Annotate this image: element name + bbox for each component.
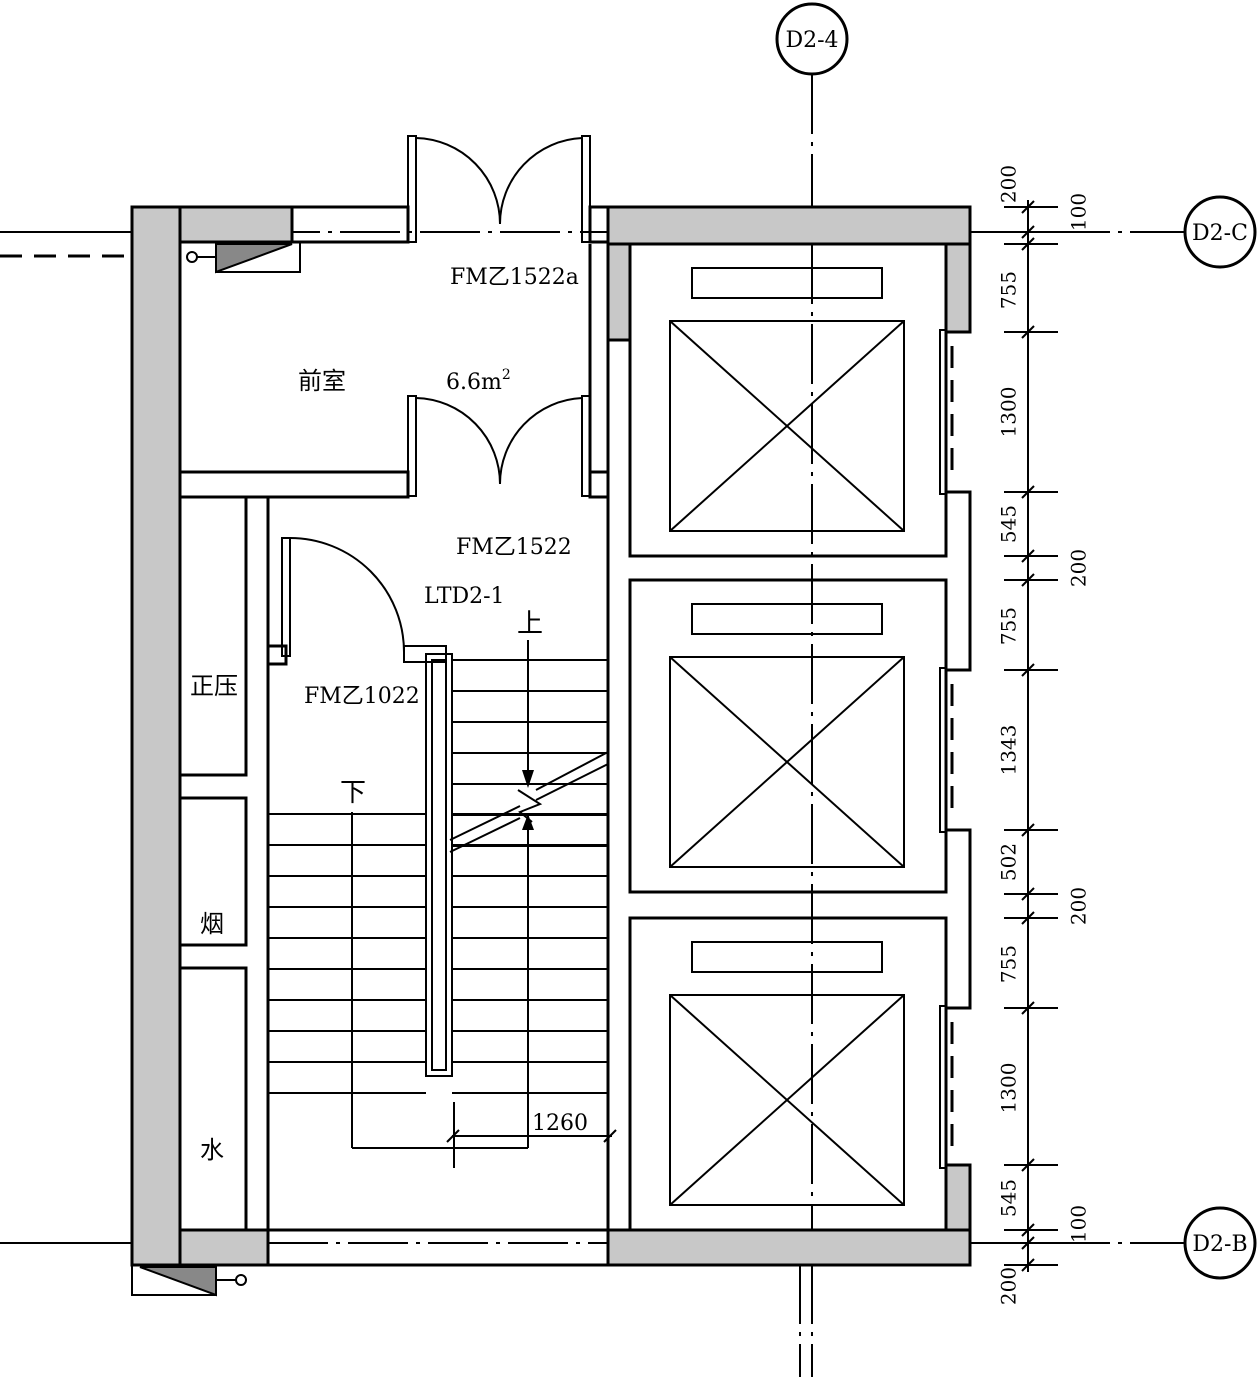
axis-label-d2-c: D2-C xyxy=(1192,221,1248,246)
door-label-fm1522a: FM乙1522a xyxy=(450,265,579,290)
stair-code-label: LTD2-1 xyxy=(424,584,505,609)
inner-double-door xyxy=(407,395,591,497)
outer-double-door xyxy=(407,135,591,243)
dimension-label: 545 xyxy=(997,505,1021,543)
room-area-label: 6.6m2 xyxy=(446,367,511,395)
elevator-column-right-bottom xyxy=(944,1163,972,1232)
stair-handrail xyxy=(425,653,453,1077)
dimension-label: 200 xyxy=(1067,549,1091,587)
stair-up-arrow xyxy=(522,640,534,1148)
stair-width-label: 1260 xyxy=(532,1111,588,1136)
axis-bubble-d2-4: D2-4 xyxy=(775,2,849,76)
structural-walls xyxy=(130,205,972,1267)
elevator-shafts xyxy=(628,242,948,1232)
shaft-label-smoke: 烟 xyxy=(200,910,224,938)
stair-up-label: 上 xyxy=(517,609,543,639)
south-wall-elevator xyxy=(606,1228,972,1267)
dimension-label: 755 xyxy=(997,271,1021,309)
stair-walkline-down xyxy=(351,812,528,1149)
west-wall xyxy=(130,205,182,1267)
elevator-car xyxy=(628,242,948,558)
room-label-vestibule: 前室 xyxy=(298,367,346,395)
axis-label-d2-4: D2-4 xyxy=(785,28,838,53)
door-label-fm1522: FM乙1522 xyxy=(456,535,572,560)
stair-treads-upper xyxy=(452,659,608,847)
partition-walls xyxy=(178,205,610,1267)
corner-detail-bottom xyxy=(131,1264,247,1297)
elevator-car xyxy=(628,578,948,894)
dimension-label: 1343 xyxy=(997,725,1021,776)
north-wall-segment-left xyxy=(178,205,294,244)
dimension-label: 755 xyxy=(997,607,1021,645)
dimension-chain-right: 200 100 755 1300 545 200 755 1343 502 200 755 1300 5… xyxy=(997,165,1091,1305)
stair-width-dimension: 1260 xyxy=(446,1102,617,1168)
smoke-shaft-wall xyxy=(178,796,248,947)
dimension-label: 1300 xyxy=(997,1063,1021,1114)
door-label-fm1022: FM乙1022 xyxy=(304,684,420,709)
dimension-label: 755 xyxy=(997,945,1021,983)
south-wall-segment-left xyxy=(178,1228,270,1267)
corner-detail-top xyxy=(186,241,301,274)
stair-treads-lower xyxy=(268,813,608,1094)
elevator-column-right-top xyxy=(944,242,972,334)
shaft-label-pressure: 正压 xyxy=(190,672,238,700)
dimension-label: 502 xyxy=(997,843,1021,881)
pressure-shaft-wall xyxy=(178,495,248,777)
north-wall-elevator xyxy=(606,205,972,246)
dimension-label: 200 xyxy=(997,165,1021,203)
stair-down-label: 下 xyxy=(340,778,366,808)
dimension-label: 545 xyxy=(997,1179,1021,1217)
elevator-door-frames xyxy=(939,329,972,1169)
dimension-label: 1300 xyxy=(997,387,1021,438)
single-door xyxy=(281,537,447,663)
dimension-label: 200 xyxy=(1067,887,1091,925)
axis-bubble-d2-b: D2-B xyxy=(1183,1206,1257,1280)
water-shaft-wall xyxy=(178,966,248,1232)
axis-bubble-d2-c: D2-C xyxy=(1183,195,1257,269)
stair-break-line xyxy=(449,751,609,853)
dimension-label: 100 xyxy=(1067,193,1091,231)
elevator-car xyxy=(628,916,948,1232)
dimension-label: 200 xyxy=(997,1267,1021,1305)
elevator-column-left xyxy=(606,242,632,342)
shaft-label-water: 水 xyxy=(200,1136,224,1164)
dimension-label: 100 xyxy=(1067,1205,1091,1243)
axis-label-d2-b: D2-B xyxy=(1192,1232,1247,1257)
